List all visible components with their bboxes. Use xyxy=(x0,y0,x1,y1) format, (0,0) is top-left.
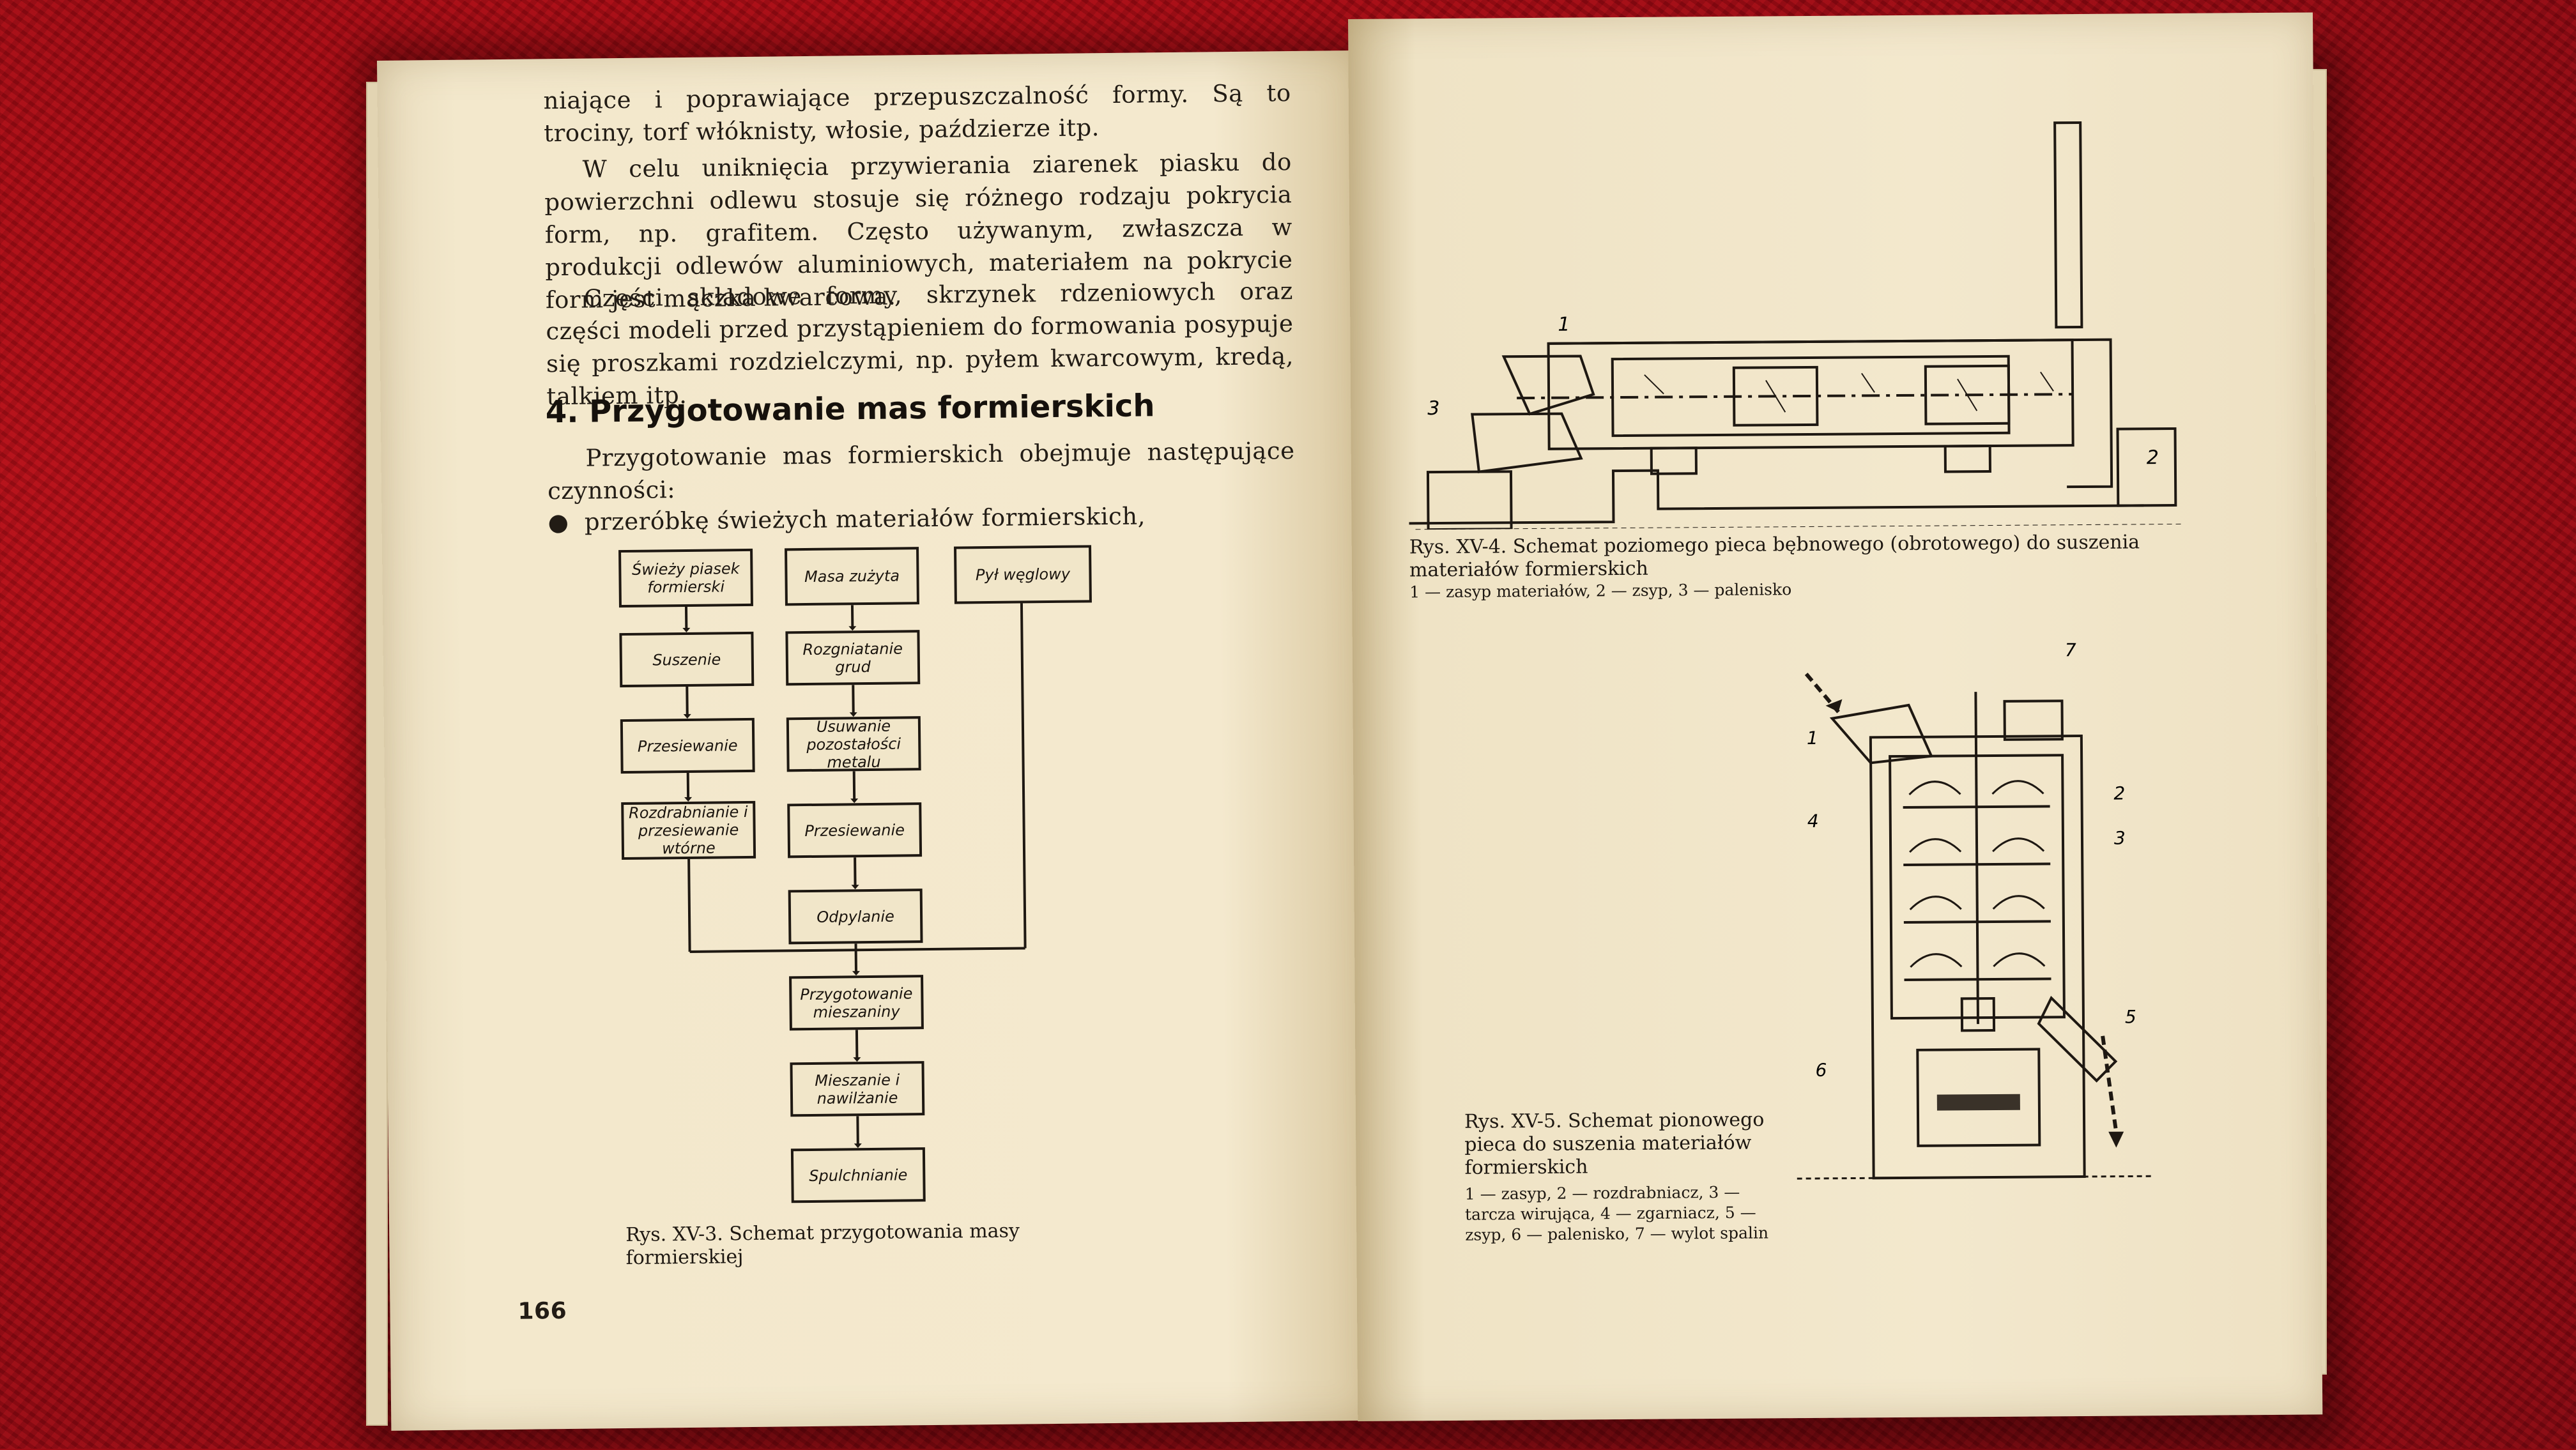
figure-xv3-caption: Rys. XV-3. Schemat przygotowania masy fo… xyxy=(625,1219,1061,1270)
fig5-label-6: 6 xyxy=(1815,1060,1827,1081)
right-page: 1 2 3 Rys. XV-4. Schemat poziomego pieca… xyxy=(1348,12,2322,1421)
flow-box-fresh-sand: Świeży piasek formierski xyxy=(618,549,753,607)
flow-box-lump-crushing: Rozgniatanie grud xyxy=(785,630,920,685)
flow-box-sieving-2: Przesiewanie xyxy=(787,802,922,858)
figure-xv4-caption: Rys. XV-4. Schemat poziomego pieca bębno… xyxy=(1409,531,2176,582)
fig5-label-3: 3 xyxy=(2114,828,2126,849)
fig5-label-4: 4 xyxy=(1807,811,1819,832)
flow-box-dedusting: Odpylanie xyxy=(788,889,923,944)
flow-box-drying: Suszenie xyxy=(619,632,754,687)
flow-box-mixture-prep: Przygotowanie mieszaniny xyxy=(789,975,924,1030)
fig4-label-2: 2 xyxy=(2147,446,2159,469)
figure-xv4-drum-dryer: 1 2 3 xyxy=(1400,109,2195,530)
flow-box-mixing: Mieszanie i nawilżanie xyxy=(790,1061,924,1117)
figure-xv5-caption: Rys. XV-5. Schemat pionowego pieca do su… xyxy=(1464,1108,1791,1180)
fig4-label-1: 1 xyxy=(1558,314,1570,336)
flow-box-loosening: Spulchnianie xyxy=(791,1147,926,1203)
page-number: 166 xyxy=(518,1295,567,1328)
fig5-label-1: 1 xyxy=(1807,728,1818,749)
flow-box-crushing: Rozdrabnianie i przesiewanie wtórne xyxy=(621,801,756,860)
figure-xv5-vertical-dryer: 1 2 3 4 5 6 7 xyxy=(1793,639,2155,1217)
fig5-label-7: 7 xyxy=(2065,639,2076,660)
fig5-label-2: 2 xyxy=(2113,783,2125,804)
flow-box-coal-dust: Pył węglowy xyxy=(954,545,1092,604)
fig4-label-3: 3 xyxy=(1427,397,1439,420)
fig5-label-5: 5 xyxy=(2125,1006,2136,1027)
left-page: niające i poprawiające przepuszczalność … xyxy=(377,50,1375,1431)
flow-box-used-sand: Masa zużyta xyxy=(785,547,919,606)
flow-box-sieving-1: Przesiewanie xyxy=(620,718,755,774)
flow-box-metal-removal: Usuwanie pozostałości metalu xyxy=(786,716,921,772)
figure-xv5-legend: 1 — zasyp, 2 — rozdrabniacz, 3 — tarcza … xyxy=(1465,1182,1791,1246)
